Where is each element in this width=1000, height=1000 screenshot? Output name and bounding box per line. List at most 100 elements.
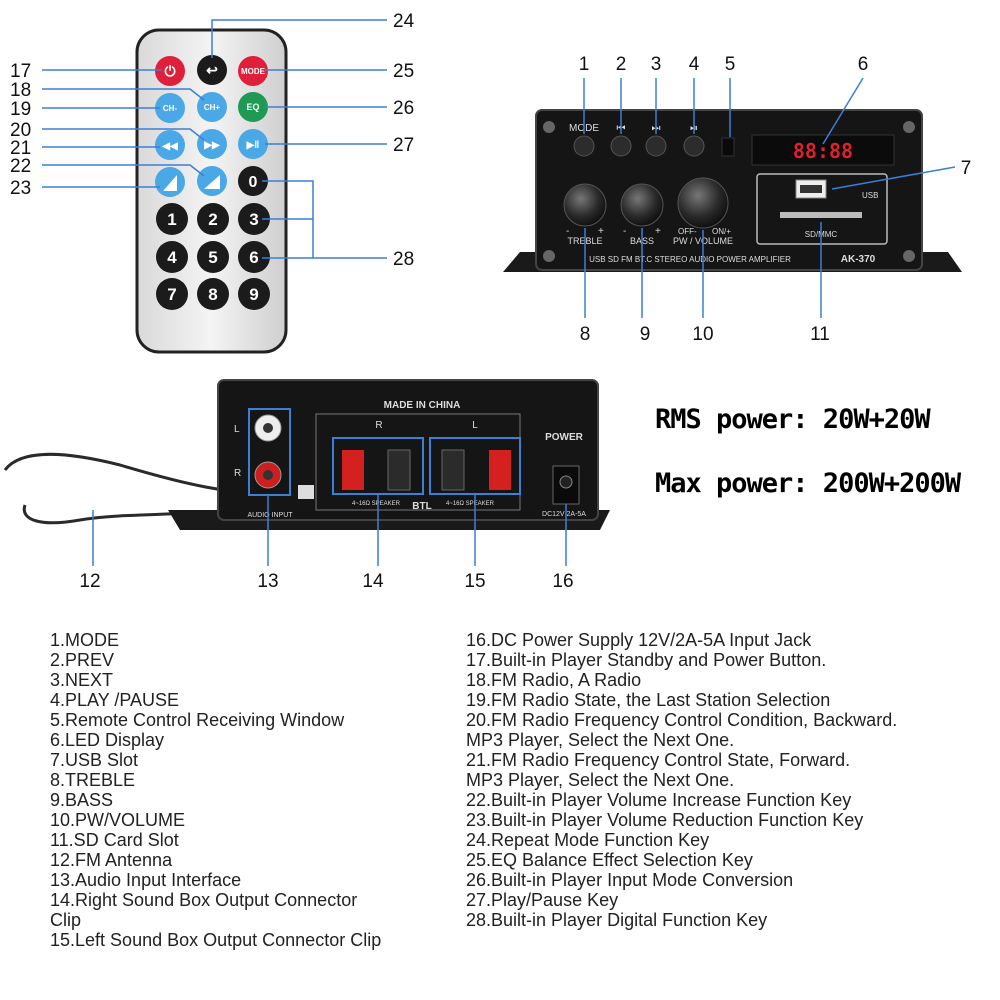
legend-item: 6.LED Display [50,730,165,750]
svg-text:0: 0 [249,174,258,191]
callout-9: 9 [640,324,651,345]
amplifier-rear-panel: MADE IN CHINA POWER L R AUDIO INPUT R L … [3,379,610,530]
digit-key-1 [156,203,188,235]
bass-knob [620,183,664,227]
next-key [197,129,227,159]
play-pause-key [238,129,268,159]
remote-callout-lines-left [42,69,205,188]
rms-power-spec: RMS power: 20W+20W [655,404,931,435]
svg-text:5: 5 [208,248,217,267]
callout-8: 8 [580,324,591,345]
legend-item: 16.DC Power Supply 12V/2A-5A Input Jack [466,630,812,650]
legend-item: 27.Play/Pause Key [466,890,619,910]
legend-list-right: 16.DC Power Supply 12V/2A-5A Input Jack … [466,630,986,930]
svg-text:4: 4 [167,248,177,267]
callout-2: 2 [616,54,627,75]
front-mode-button [573,135,595,157]
ch-minus-label: CH- [163,104,178,113]
callout-22: 22 [10,156,31,177]
treble-knob [563,183,607,227]
antenna-connector [298,485,314,499]
digit-key-0 [238,166,268,196]
repeat-key [197,55,227,85]
callout-13: 13 [257,571,278,592]
callout-21: 21 [10,138,31,159]
ch-plus-label: CH+ [204,103,221,112]
off-label: OFF- [678,227,697,236]
legend-item: MP3 Player, Select the Next One. [466,770,735,790]
remote-control: ⏻ ↩ MODE CH- CH+ EQ ◀◀ ▶▶ ▶‖ 0 1 2 3 4 [135,28,288,354]
legend-item: MP3 Player, Select the Next One. [466,730,735,750]
svg-text:4~16Ω SPEAKER: 4~16Ω SPEAKER [446,501,495,507]
svg-text:▶▶: ▶▶ [203,140,221,151]
callout-17: 17 [10,61,31,82]
callout-19: 19 [10,99,31,120]
callout-1: 1 [579,54,590,75]
legend-item: 15.Left Sound Box Output Connector Clip [50,930,382,950]
svg-text:▶‖: ▶‖ [246,140,260,151]
callout-4: 4 [689,54,700,75]
made-in-label: MADE IN CHINA [384,400,461,411]
r-channel-label: R [375,420,382,431]
callout-27: 27 [393,135,414,156]
legend-item: Clip [50,910,82,930]
legend-item: 2.PREV [50,650,115,670]
digit-key-5 [197,241,229,273]
callout-7: 7 [961,158,972,179]
legend-item: 4.PLAY /PAUSE [50,690,180,710]
svg-text:6: 6 [249,248,258,267]
digit-key-7 [156,278,188,310]
audio-input-label: AUDIO INPUT [247,512,293,519]
svg-text:9: 9 [249,285,258,304]
front-prev-button [610,135,632,157]
callout-26: 26 [393,98,414,119]
legend-item: 5.Remote Control Receiving Window [50,710,345,730]
svg-text:L: L [234,424,240,435]
svg-text:4~16Ω SPEAKER: 4~16Ω SPEAKER [352,501,401,507]
callout-3: 3 [651,54,662,75]
callout-11: 11 [810,324,830,345]
callout-5: 5 [725,54,736,75]
legend-item: 8.TREBLE [50,770,136,790]
media-slot-frame [756,173,888,245]
volume-down-key [155,167,185,197]
svg-text:◀◀: ◀◀ [161,141,178,152]
mode-key [238,56,268,86]
digit-key-4 [156,241,188,273]
svg-text:+: + [598,226,604,237]
svg-text:2: 2 [208,210,217,229]
front-callout-lines [583,77,956,318]
legend-list-left: 1.MODE 2.PREV 3.NEXT 4.PLAY /PAUSE 5.Rem… [50,630,440,950]
usb-label: USB [862,191,878,200]
eq-key-label: EQ [246,102,259,112]
l-channel-label: L [472,420,478,431]
svg-text:3: 3 [249,210,258,229]
dc-spec-label: DC12V 2A-5A [542,511,586,518]
callout-10: 10 [692,324,713,345]
btl-label: BTL [412,501,431,512]
legend-item: 7.USB Slot [50,750,139,770]
ir-receiver-window [721,137,735,157]
max-power-spec: Max power: 200W+200W [655,468,961,499]
ch-plus-key [197,92,227,122]
legend-item: 9.BASS [50,790,114,810]
power-key [155,56,185,86]
legend-item: 12.FM Antenna [50,850,173,870]
on-label: ON/+ [712,227,731,236]
svg-text:+: + [655,226,661,237]
digit-key-6 [238,241,270,273]
rear-callout-lines [92,494,567,566]
callout-28: 28 [393,249,414,270]
volume-knob [677,177,729,229]
svg-text:1: 1 [167,210,176,229]
digit-key-2 [197,203,229,235]
legend-item: 11.SD Card Slot [50,830,179,850]
model-description: USB SD FM BT.C STEREO AUDIO POWER AMPLIF… [589,255,791,264]
product-diagram: ⏻ ↩ MODE CH- CH+ EQ ◀◀ ▶▶ ▶‖ 0 1 2 3 4 [3,11,972,592]
sd-slot [780,212,862,218]
svg-text:7: 7 [167,285,176,304]
svg-text:-: - [566,226,569,237]
ch-minus-key [155,93,185,123]
callout-20: 20 [10,120,31,141]
legend-item: 17.Built-in Player Standby and Power But… [466,650,827,670]
